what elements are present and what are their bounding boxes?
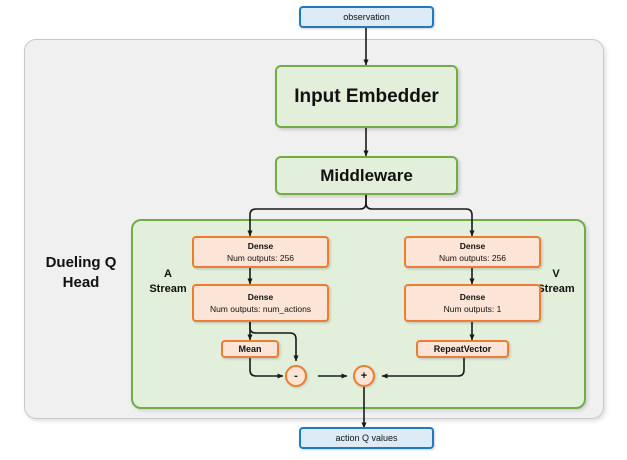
add-operator-node[interactable]: + xyxy=(353,365,375,387)
observation-node[interactable]: observation xyxy=(299,6,434,28)
a-dense-256-node[interactable]: Dense Num outputs: 256 xyxy=(192,236,329,268)
middleware-node[interactable]: Middleware xyxy=(275,156,458,195)
v-stream-label: V Stream xyxy=(528,267,584,297)
observation-label: observation xyxy=(343,12,390,22)
input-embedder-label: Input Embedder xyxy=(294,85,439,107)
v-dense-256-title: Dense xyxy=(459,241,486,251)
a-dense-num-actions-title: Dense xyxy=(247,292,274,302)
repeat-vector-node[interactable]: RepeatVector xyxy=(416,340,509,358)
v-dense-256-detail: Num outputs: 256 xyxy=(438,253,507,263)
a-dense-num-actions-node[interactable]: Dense Num outputs: num_actions xyxy=(192,284,329,322)
v-stream-label-line1: V xyxy=(552,268,560,280)
repeat-vector-label: RepeatVector xyxy=(433,344,492,354)
dueling-q-head-label-line2: Head xyxy=(62,274,100,291)
v-stream-label-line2: Stream xyxy=(537,283,575,295)
a-dense-num-actions-detail: Num outputs: num_actions xyxy=(209,304,312,314)
dueling-q-head-label: Dueling Q Head xyxy=(33,253,129,293)
add-operator-symbol: + xyxy=(360,369,368,382)
dueling-q-head-label-line1: Dueling Q xyxy=(45,254,117,271)
a-stream-label-line1: A xyxy=(164,268,172,280)
a-stream-label-line2: Stream xyxy=(149,283,187,295)
a-stream-label: A Stream xyxy=(140,267,196,297)
v-dense-1-detail: Num outputs: 1 xyxy=(443,304,502,314)
edge-mean-to-minus xyxy=(249,358,284,379)
action-q-values-node[interactable]: action Q values xyxy=(299,427,434,449)
edge-repeatvector-to-plus xyxy=(381,358,465,379)
mean-label: Mean xyxy=(238,344,262,354)
subtract-operator-symbol: - xyxy=(294,369,298,382)
edge-a-dense-actions-to-minus xyxy=(249,322,299,362)
mean-node[interactable]: Mean xyxy=(221,340,279,358)
subtract-operator-node[interactable]: - xyxy=(285,365,307,387)
input-embedder-node[interactable]: Input Embedder xyxy=(275,65,458,128)
v-dense-1-node[interactable]: Dense Num outputs: 1 xyxy=(404,284,541,322)
middleware-label: Middleware xyxy=(320,165,413,185)
edge-middleware-to-v-dense256 xyxy=(365,195,475,237)
v-dense-1-title: Dense xyxy=(459,292,486,302)
a-dense-256-detail: Num outputs: 256 xyxy=(226,253,295,263)
action-q-values-label: action Q values xyxy=(335,433,398,443)
v-dense-256-node[interactable]: Dense Num outputs: 256 xyxy=(404,236,541,268)
edge-middleware-to-a-dense256 xyxy=(247,195,367,237)
a-dense-256-title: Dense xyxy=(247,241,274,251)
